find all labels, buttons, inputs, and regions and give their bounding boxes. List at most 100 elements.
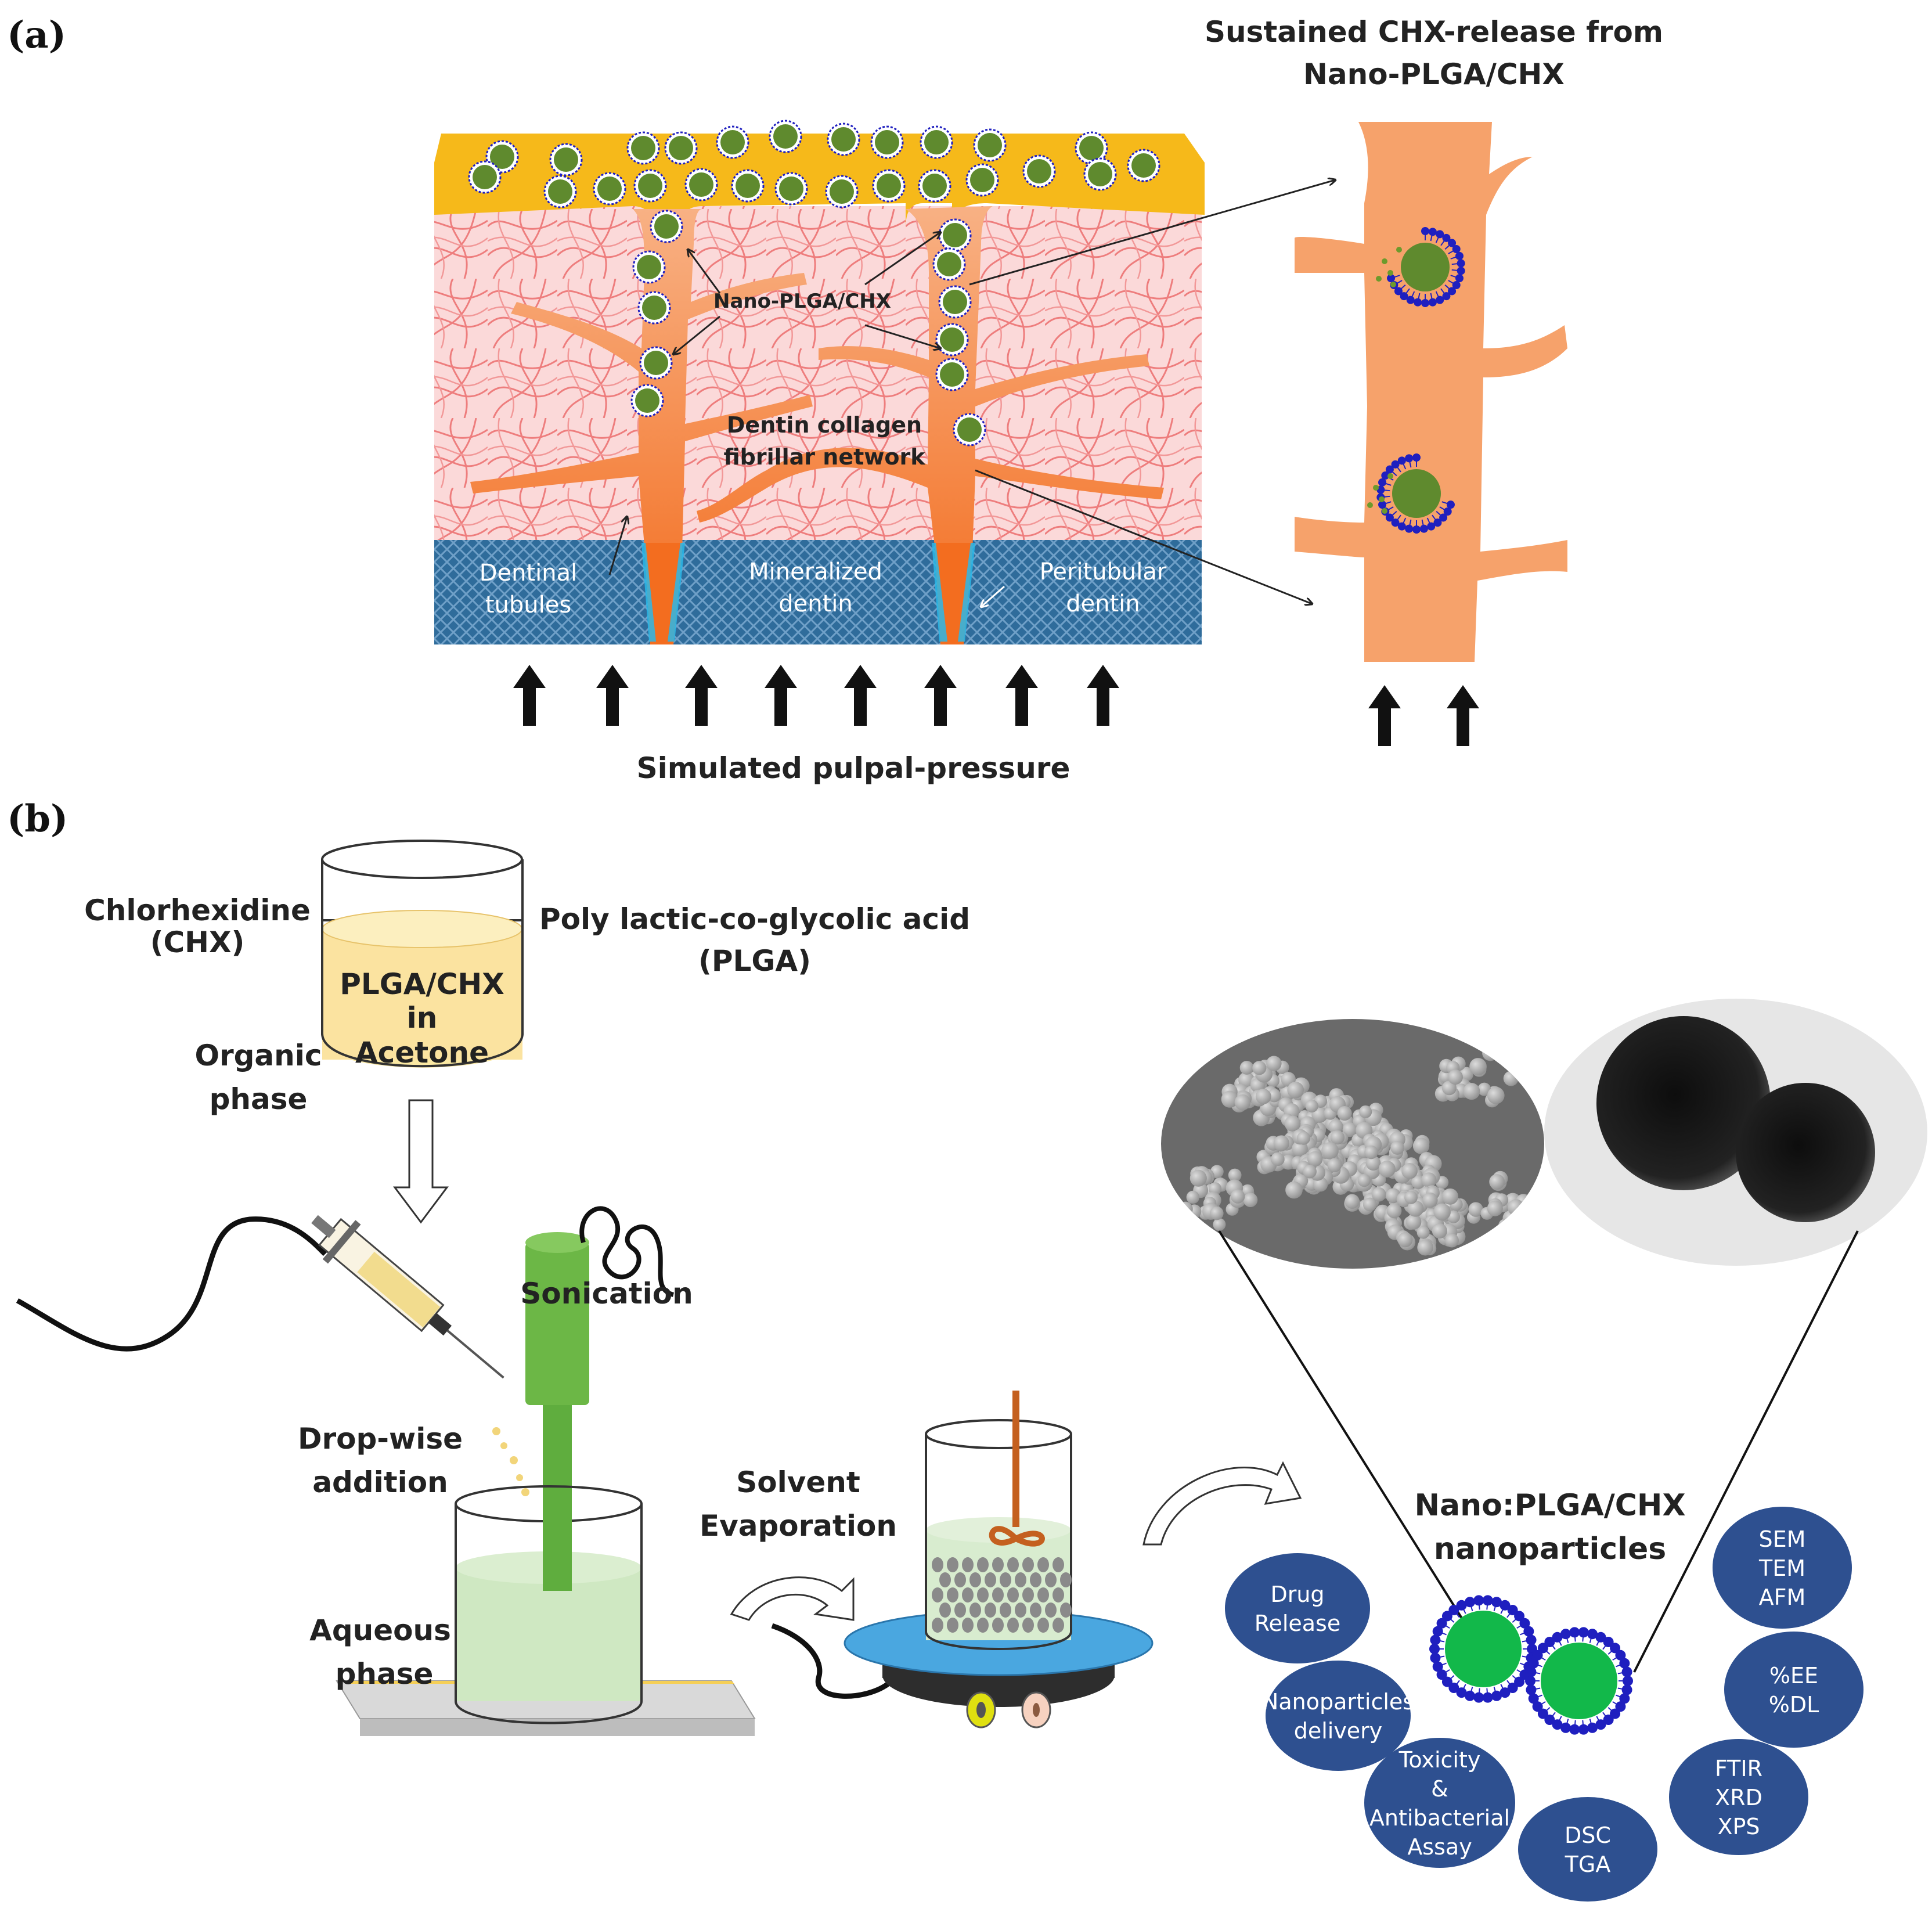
stir-particle [1030,1602,1041,1618]
sem-sphere [1477,1082,1491,1096]
sem-sphere [1221,1090,1238,1108]
pressure-arrow [685,665,718,726]
sem-sphere [1412,1137,1430,1154]
nano-particle [1083,157,1117,191]
sem-sphere [1190,1169,1207,1187]
sem-sphere [1357,1173,1371,1187]
stir-particle [1015,1602,1026,1618]
sem-sphere [1407,1200,1424,1217]
sem-sphere [1432,1223,1447,1239]
tem-image [1544,999,1927,1266]
sem-sphere [1508,1199,1524,1216]
stir-particle [1037,1557,1049,1572]
sem-sphere [1273,1135,1290,1151]
nano-particle [774,172,808,206]
sem-sphere [1433,1203,1451,1221]
sem-sphere [1208,1182,1222,1195]
nano-particle [543,175,577,208]
beaker-text-line2: in [407,1001,438,1035]
dentin-block [434,134,1205,644]
nano-particle [485,140,519,174]
pressure-arrow [596,665,629,726]
characterization-label: SEM [1759,1526,1806,1552]
characterization-label: delivery [1294,1718,1383,1744]
nano-particle [769,120,802,153]
collagen-label-line2: fibrillar network [723,444,925,470]
collagen-label-line1: Dentin collagen [727,412,922,438]
chx-label-line2: (CHX) [150,926,245,959]
stir-particle [1022,1557,1034,1572]
sem-sphere [1234,1094,1251,1111]
sem-sphere [1441,1188,1459,1205]
sem-sphere [1421,1172,1437,1188]
sem-sphere [1364,1145,1378,1159]
stir-particle [954,1572,966,1587]
nano-particle [953,413,986,446]
sem-sphere [1255,1089,1271,1104]
stir-particle [1007,1618,1019,1633]
zoom-line-left [1218,1230,1479,1644]
stir-particle [969,1572,981,1587]
mineralized-label-line2: dentin [778,590,853,617]
characterization-label: DSC [1565,1823,1611,1848]
droplets [492,1427,529,1496]
sem-sphere [1359,1105,1372,1118]
pressure-arrow [924,665,957,726]
sem-sphere [1328,1119,1343,1134]
nano-particle [965,163,999,197]
nano-particle [650,210,683,243]
characterization-label: Release [1255,1611,1340,1636]
nano-particle [716,125,749,159]
stir-particle [969,1602,981,1618]
sem-sphere [1448,1069,1463,1085]
characterization-label: XRD [1715,1785,1762,1810]
sem-sphere [1284,1115,1301,1132]
characterization-label: TGA [1565,1852,1611,1877]
characterization-label: XPS [1717,1814,1760,1839]
sem-sphere [1404,1190,1418,1204]
stir-particle [992,1587,1004,1602]
characterization-label: Drug [1270,1582,1324,1607]
sem-sphere [1371,1187,1386,1202]
stir-particle [1007,1557,1019,1572]
nano-title-line1: Nano:PLGA/CHX [1414,1488,1685,1523]
nano-particle [935,323,969,356]
sem-sphere [1230,1189,1245,1204]
tubules-label-line1: Dentinal [480,560,578,586]
panel-b-label: (b) [7,797,68,841]
nano-particle [1075,131,1108,165]
pressure-arrow [1368,685,1401,746]
tubule-right [697,206,1164,644]
nano-label-arrows [608,180,1335,604]
solvent-label-line2: Evaporation [700,1509,897,1543]
chx-label-line1: Chlorhexidine [84,894,311,927]
shell-nanoparticle [1525,1627,1633,1735]
plga-label-line2: (PLGA) [698,944,811,978]
nano-particle [684,168,718,201]
sonication-label: Sonication [520,1277,693,1310]
stir-particle [962,1587,974,1602]
zoom-releasing-particles [1367,227,1465,534]
nano-particle [731,169,765,203]
characterization-label: FTIR [1715,1756,1762,1781]
pressure-arrow [1447,685,1479,746]
sem-sphere [1307,1151,1323,1167]
sem-sphere [1482,1044,1499,1061]
sem-sphere [1422,1192,1438,1208]
peritubular-label-line2: dentin [1066,590,1140,617]
panel-a-label: (a) [7,13,66,57]
stir-particle [947,1618,958,1633]
sem-sphere [1503,1071,1519,1086]
stir-particle [939,1602,951,1618]
curved-arrow-1 [730,1576,855,1621]
stir-particle [932,1587,943,1602]
stir-particle [1030,1572,1041,1587]
pulpal-pressure-label: Simulated pulpal-pressure [637,751,1070,785]
organic-label-line1: Organic [194,1039,322,1072]
releasing-particle [1376,227,1465,307]
stir-particle [992,1618,1004,1633]
stir-particle [932,1618,943,1633]
organic-beaker [321,840,524,1068]
sem-sphere [1498,1218,1514,1234]
stir-particle [977,1587,989,1602]
